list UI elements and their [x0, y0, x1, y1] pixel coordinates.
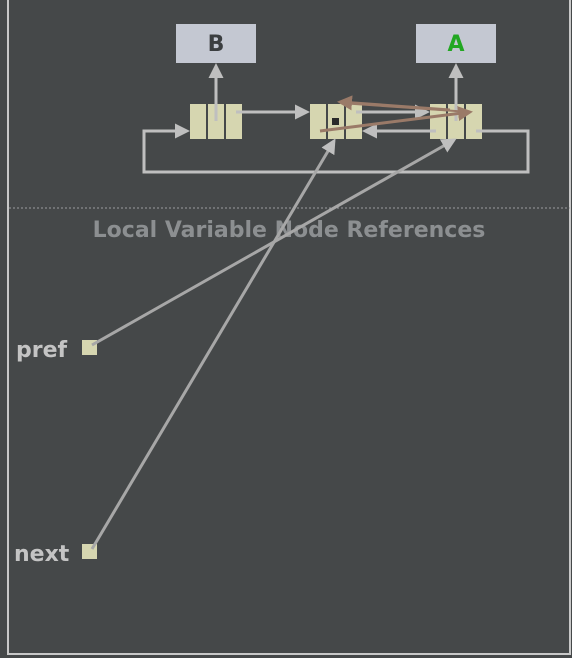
arrow-changed-back	[339, 102, 471, 113]
panel-frame	[7, 0, 571, 655]
variable-next: next	[14, 542, 97, 567]
label-box-b: B	[176, 24, 256, 63]
variable-pref-label: pref	[16, 338, 68, 363]
arrow-changed-next	[319, 106, 473, 133]
null-pointer-dot	[332, 118, 339, 125]
section-title: Local Variable Node References	[93, 218, 486, 243]
label-a-text: A	[447, 32, 464, 57]
label-b-text: B	[208, 32, 225, 57]
variable-pref: pref	[16, 338, 97, 363]
variable-next-label: next	[14, 542, 70, 567]
arrow-next-to-node2	[90, 138, 336, 550]
list-node-2	[310, 104, 362, 139]
arrow-loop-back	[142, 123, 530, 174]
label-box-a: A	[416, 24, 496, 63]
